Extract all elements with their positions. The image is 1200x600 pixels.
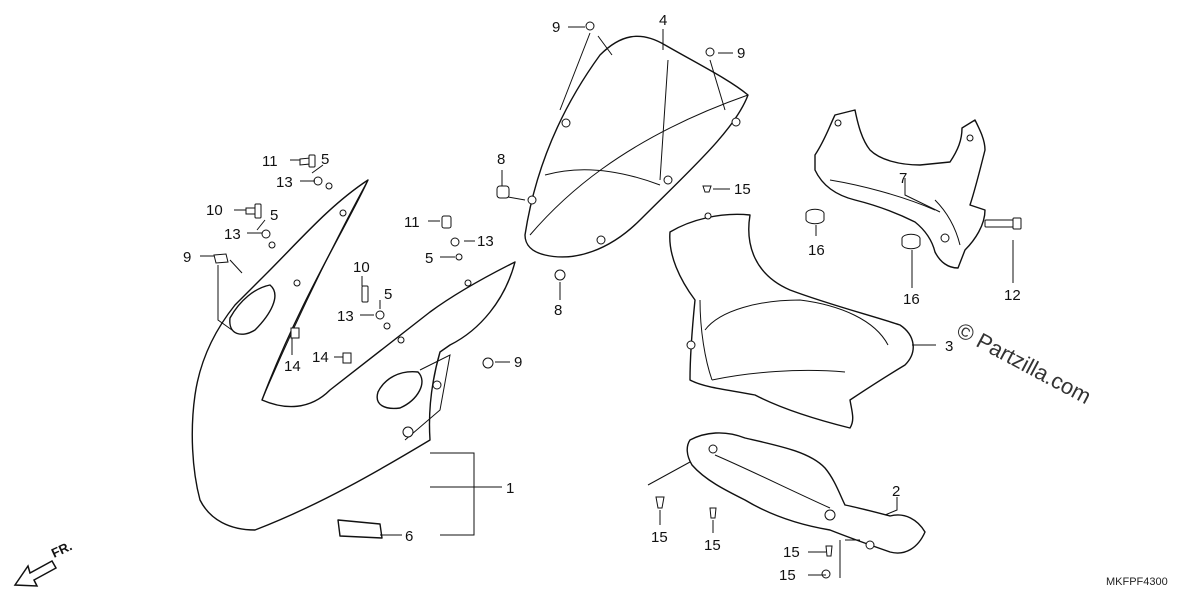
callout-11b: 11 [404, 214, 420, 231]
callout-14b: 14 [312, 349, 329, 366]
callout-5c: 5 [425, 250, 433, 267]
callout-16a: 16 [808, 242, 825, 259]
callout-10a: 10 [206, 202, 223, 219]
front-direction-indicator: FR. [13, 538, 74, 587]
callout-14a: 14 [284, 358, 301, 375]
callout-10b: 10 [353, 259, 370, 276]
leader-lines [200, 26, 1014, 578]
pad-part [337, 519, 383, 539]
windscreen-part [524, 35, 749, 258]
callout-15e: 15 [779, 567, 796, 584]
callout-9c: 9 [552, 19, 560, 36]
callout-5a: 5 [321, 151, 329, 168]
callout-16b: 16 [903, 291, 920, 308]
arrow-icon [13, 559, 58, 587]
callout-15d: 15 [783, 544, 800, 561]
callout-3: 3 [945, 338, 953, 355]
hardware [213, 21, 1022, 579]
callout-11a: 11 [262, 153, 278, 170]
watermark: © Partzilla.com [953, 317, 1096, 409]
callout-6: 6 [405, 528, 413, 545]
stay-part [814, 109, 986, 269]
callout-13d: 13 [337, 308, 354, 325]
callout-13c: 13 [477, 233, 494, 250]
direction-label: FR. [49, 538, 74, 560]
callout-15b: 15 [651, 529, 668, 546]
callout-4: 4 [659, 12, 667, 29]
callout-7: 7 [899, 170, 907, 187]
callout-13b: 13 [224, 226, 241, 243]
callout-9a: 9 [183, 249, 191, 266]
callout-5b: 5 [270, 207, 278, 224]
callout-15a: 15 [734, 181, 751, 198]
callout-12: 12 [1004, 287, 1021, 304]
lower-duct-part [686, 432, 926, 554]
callouts: 11 5 13 10 5 13 9 14 14 11 13 5 10 5 13 … [183, 12, 1021, 584]
callout-8b: 8 [554, 302, 562, 319]
callout-13a: 13 [276, 174, 293, 191]
callout-2: 2 [892, 483, 900, 500]
front-cowl-part [191, 179, 516, 531]
callout-15c: 15 [704, 537, 721, 554]
callout-5d: 5 [384, 286, 392, 303]
callout-8a: 8 [497, 151, 505, 168]
callout-9b: 9 [514, 354, 522, 371]
callout-9d: 9 [737, 45, 745, 62]
callout-1: 1 [506, 480, 514, 497]
diagram-code: MKFPF4300 [1106, 576, 1168, 588]
inner-cowl-part [669, 212, 914, 429]
